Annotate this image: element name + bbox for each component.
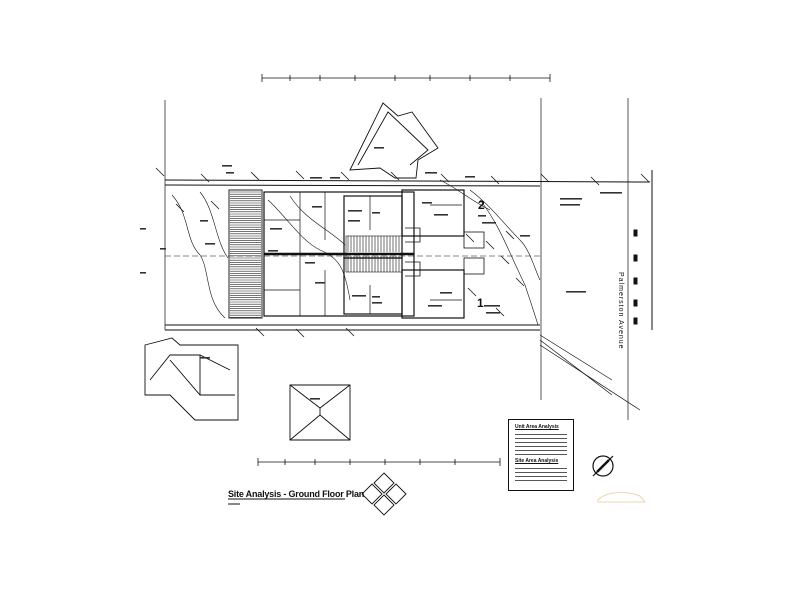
level-tick bbox=[467, 287, 477, 297]
level-tick bbox=[465, 233, 475, 243]
compass-rose-icon bbox=[361, 472, 407, 516]
annotation-mark bbox=[352, 295, 366, 297]
level-tick bbox=[540, 173, 550, 183]
top-dimension-line bbox=[261, 74, 551, 82]
annotation-mark bbox=[140, 272, 146, 274]
level-tick bbox=[485, 240, 495, 250]
annotation-mark bbox=[482, 222, 496, 224]
annotation-mark bbox=[330, 177, 340, 179]
annotation-mark bbox=[440, 292, 452, 294]
dwelling-footprint bbox=[263, 189, 465, 319]
annotation-mark bbox=[560, 204, 580, 206]
staircases bbox=[345, 235, 403, 273]
annotation-mark bbox=[160, 248, 166, 250]
neighbour-building-southwest bbox=[144, 337, 239, 421]
level-tick bbox=[210, 200, 220, 210]
annotation-mark bbox=[374, 147, 384, 149]
site-boundary bbox=[164, 179, 651, 331]
annotation-mark bbox=[270, 228, 282, 230]
easement-diagonals bbox=[539, 334, 641, 411]
annotation-mark bbox=[566, 291, 586, 293]
annotation-mark bbox=[205, 243, 215, 245]
annotation-mark bbox=[372, 296, 380, 298]
annotation-mark bbox=[428, 305, 442, 307]
annotation-mark bbox=[140, 228, 146, 230]
hatched-deck bbox=[228, 189, 263, 319]
stair-outline bbox=[345, 235, 403, 273]
annotation-mark bbox=[520, 235, 530, 237]
annotation-text-marks bbox=[140, 147, 622, 400]
area-schedule-table: Unit Area Analysis Site Area Analysis bbox=[508, 419, 574, 491]
annotation-mark bbox=[372, 302, 382, 304]
annotation-mark bbox=[348, 210, 362, 212]
unit-1-label: 1 bbox=[477, 296, 484, 310]
annotation-mark bbox=[222, 165, 232, 167]
annotation-mark bbox=[560, 198, 582, 200]
annotation-mark bbox=[486, 312, 500, 314]
street-name-label: Palmerston Avenue bbox=[617, 272, 624, 350]
level-tick bbox=[295, 328, 305, 338]
contour-lines bbox=[171, 179, 541, 326]
unit-area-heading: Unit Area Analysis bbox=[515, 424, 559, 430]
annotation-mark bbox=[268, 250, 278, 252]
unit-2-label: 2 bbox=[478, 198, 485, 212]
annotation-mark bbox=[200, 357, 210, 359]
level-ticks bbox=[155, 167, 650, 338]
annotation-mark bbox=[200, 220, 208, 222]
neighbour-building-north bbox=[349, 102, 439, 179]
annotation-mark bbox=[312, 206, 322, 208]
level-tick bbox=[490, 175, 500, 185]
annotation-mark bbox=[465, 176, 475, 178]
annotation-mark bbox=[425, 172, 437, 174]
drawing-title: Site Analysis - Ground Floor Plan bbox=[228, 489, 365, 499]
level-tick bbox=[340, 171, 350, 181]
annotation-mark bbox=[600, 192, 622, 194]
porch-elements bbox=[405, 227, 485, 277]
annotation-mark bbox=[348, 220, 360, 222]
annotation-mark bbox=[478, 215, 486, 217]
side-dimension-lines bbox=[164, 98, 629, 420]
room-partitions bbox=[264, 192, 464, 316]
watermark-logo bbox=[597, 492, 647, 503]
level-tick bbox=[590, 176, 600, 186]
annotation-mark bbox=[372, 212, 380, 214]
annotation-mark bbox=[226, 172, 234, 174]
annotation-mark bbox=[305, 262, 315, 264]
bottom-dimension-line bbox=[257, 458, 501, 466]
level-tick bbox=[175, 203, 185, 213]
level-tick bbox=[500, 255, 510, 265]
level-tick bbox=[345, 327, 355, 337]
level-tick bbox=[390, 171, 400, 181]
level-tick bbox=[255, 327, 265, 337]
level-tick bbox=[515, 277, 525, 287]
annotation-mark bbox=[310, 398, 320, 400]
level-tick bbox=[155, 167, 165, 177]
north-arrow-icon bbox=[592, 455, 614, 477]
level-tick bbox=[440, 173, 450, 183]
annotation-mark bbox=[434, 214, 448, 216]
level-tick bbox=[200, 173, 210, 183]
road-markers bbox=[633, 170, 653, 330]
level-tick bbox=[640, 173, 650, 183]
level-tick bbox=[505, 230, 515, 240]
neighbour-building-south bbox=[289, 384, 351, 441]
annotation-mark bbox=[310, 177, 322, 179]
annotation-mark bbox=[422, 202, 432, 204]
annotation-mark bbox=[484, 305, 500, 307]
level-tick bbox=[295, 170, 305, 180]
level-tick bbox=[250, 171, 260, 181]
annotation-mark bbox=[315, 282, 325, 284]
site-area-heading: Site Area Analysis bbox=[515, 458, 559, 464]
